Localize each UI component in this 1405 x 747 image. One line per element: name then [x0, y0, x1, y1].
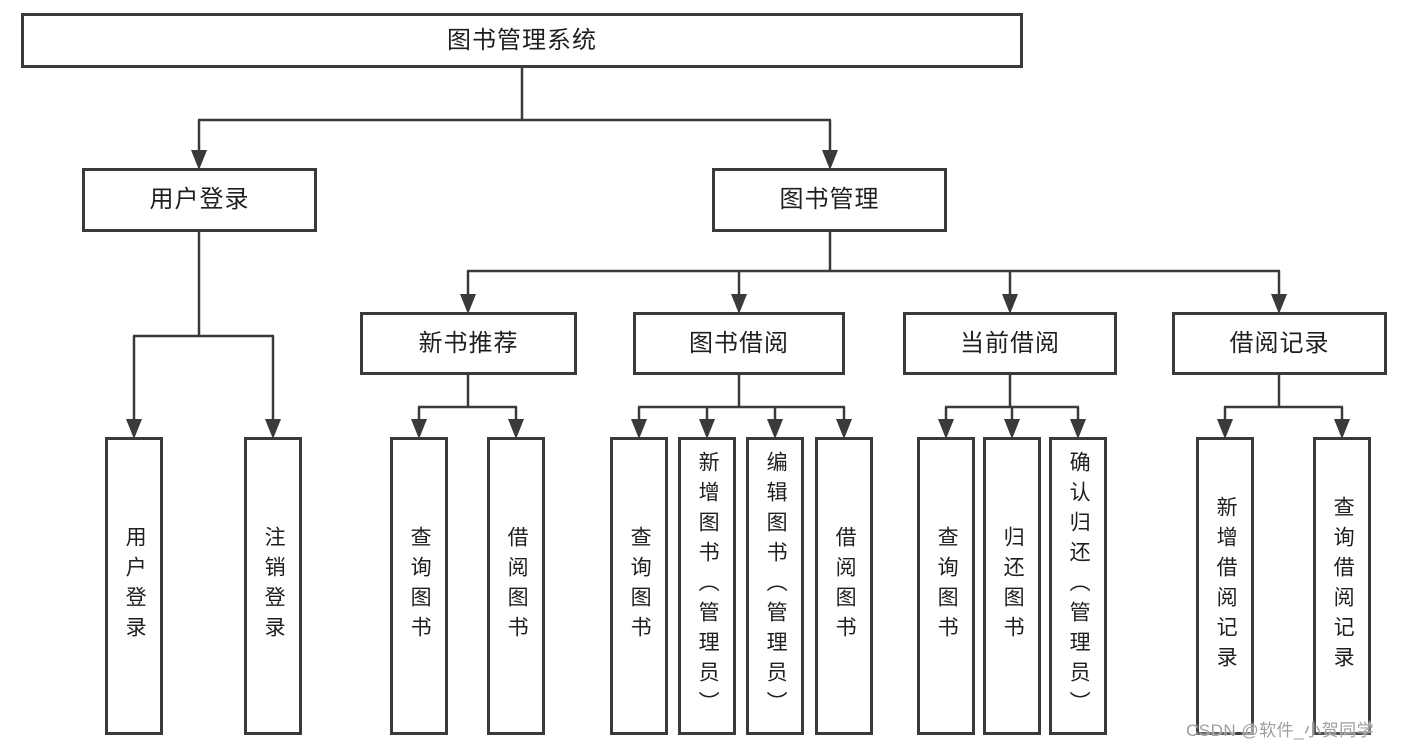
leaf-query-books-current: 查询图书 — [917, 437, 975, 735]
leaf-query-books-recommend: 查询图书 — [390, 437, 448, 735]
leaf-query-books-borrowing: 查询图书 — [610, 437, 668, 735]
leaf-user-login: 用户登录 — [105, 437, 163, 735]
leaf-return-books: 归还图书 — [983, 437, 1041, 735]
leaf-confirm-return-admin: 确认归还（管理员） — [1049, 437, 1107, 735]
leaf-borrow-books-recommend: 借阅图书 — [487, 437, 545, 735]
node-current-borrowing: 当前借阅 — [903, 312, 1117, 375]
node-library-system: 图书管理系统 — [21, 13, 1023, 68]
leaf-query-borrow-record: 查询借阅记录 — [1313, 437, 1371, 735]
leaf-borrow-books-borrowing: 借阅图书 — [815, 437, 873, 735]
node-user-login-branch: 用户登录 — [82, 168, 317, 232]
node-book-management: 图书管理 — [712, 168, 947, 232]
leaf-add-book-admin: 新增图书（管理员） — [678, 437, 736, 735]
leaf-add-borrow-record: 新增借阅记录 — [1196, 437, 1254, 735]
node-new-book-recommend: 新书推荐 — [360, 312, 577, 375]
node-book-borrowing: 图书借阅 — [633, 312, 845, 375]
leaf-logout: 注销登录 — [244, 437, 302, 735]
node-borrowing-records: 借阅记录 — [1172, 312, 1387, 375]
watermark: CSDN @软件_小贺同学 — [1186, 721, 1375, 740]
leaf-edit-book-admin: 编辑图书（管理员） — [746, 437, 804, 735]
